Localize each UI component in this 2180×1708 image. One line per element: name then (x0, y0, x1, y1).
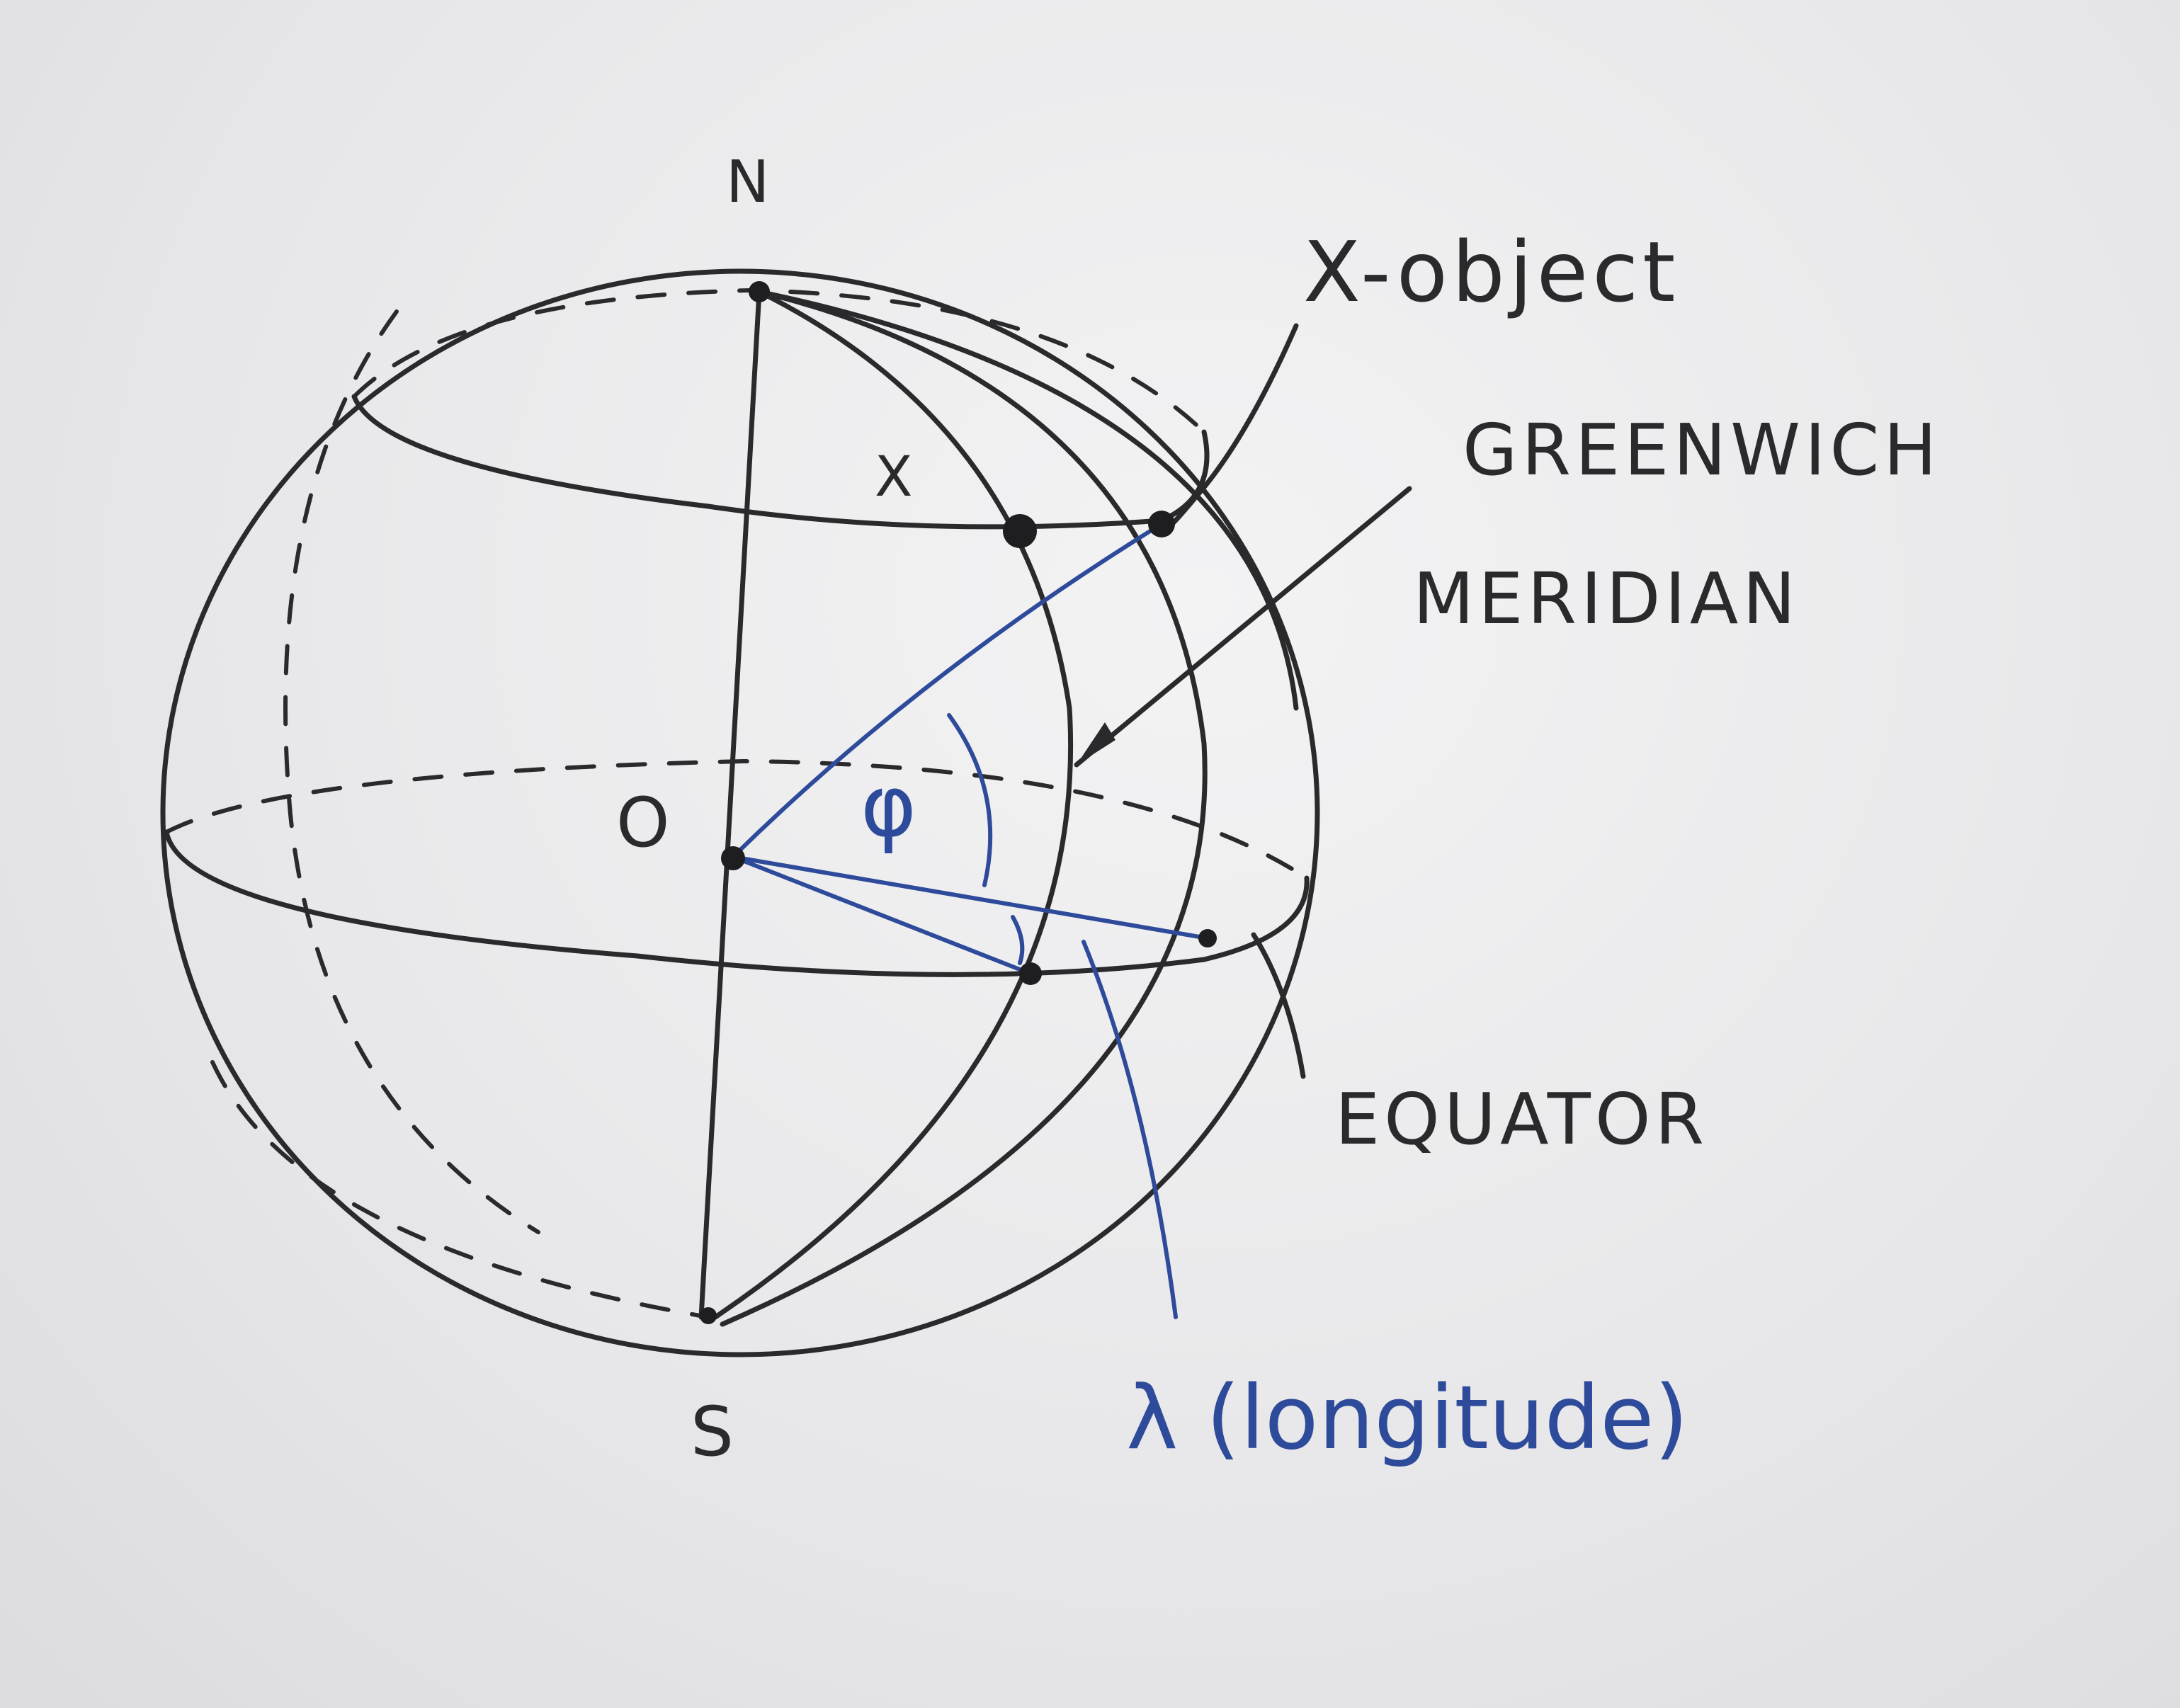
greenwich-meridian (720, 289, 1208, 1327)
latitude-circle-back (352, 287, 1206, 434)
equator-object-point (1019, 962, 1042, 985)
x-meridian (713, 289, 1074, 1320)
lambda-leader (1082, 940, 1178, 1319)
label-center-o: O (616, 783, 674, 862)
label-x-object: X-object (1303, 223, 1679, 321)
sphere-outline (160, 268, 1320, 1357)
south-pole-point (700, 1307, 717, 1324)
lambda-angle-arc (1011, 915, 1025, 965)
north-pole-point (749, 281, 770, 302)
greenwich-leader-arrowhead (1077, 722, 1115, 765)
label-south: S (691, 1392, 738, 1471)
x-object-point (1148, 511, 1175, 537)
label-lambda-longitude: λ (longitude) (1126, 1367, 1688, 1469)
outer-meridian (756, 289, 1299, 711)
equator-greenwich-point (1198, 929, 1217, 947)
label-phi: φ (861, 758, 916, 856)
polar-axis (698, 289, 762, 1320)
radius-to-equator-greenwich (731, 855, 1210, 940)
label-north: N (726, 149, 773, 216)
x-object-leader (1164, 323, 1299, 530)
label-meridian: MERIDIAN (1413, 557, 1800, 640)
equator-back (164, 758, 1309, 880)
center-point-o (721, 846, 745, 870)
equator-leader (1251, 932, 1306, 1079)
object-parallel-point (1003, 514, 1037, 548)
label-equator: EQUATOR (1335, 1078, 1708, 1161)
label-greenwich: GREENWICH (1463, 409, 1941, 491)
equator-front (164, 829, 1310, 977)
latitude-circle-front (351, 394, 1210, 530)
hidden-meridian-dashes (283, 309, 540, 1234)
phi-angle-arc (947, 713, 993, 887)
greenwich-leader (1074, 486, 1412, 768)
radius-to-object (731, 522, 1164, 859)
radius-to-equator-object (731, 855, 1033, 976)
hidden-lower-dashes (210, 1060, 710, 1319)
label-x-marker: X (875, 445, 916, 509)
